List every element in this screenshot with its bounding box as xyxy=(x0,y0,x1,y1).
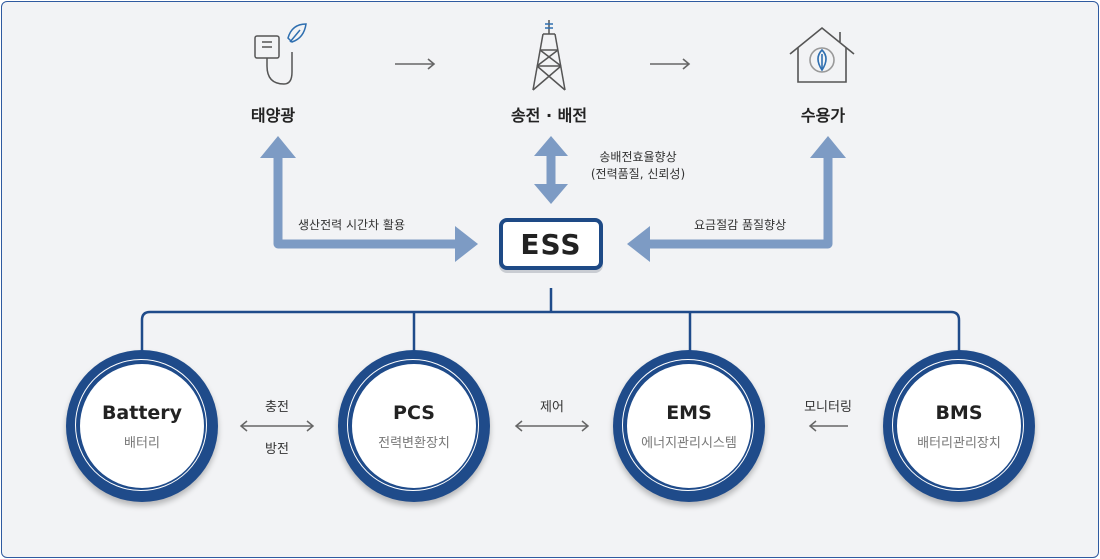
arrow-label-grid-line1: 송배전효율향상 xyxy=(599,150,677,164)
flow-arrow-solar-to-grid xyxy=(395,58,436,70)
flow-arrow-grid-to-consumer xyxy=(650,58,691,70)
circle-inner: PCS 전력변환장치 xyxy=(352,364,476,488)
component-title: BMS xyxy=(935,401,983,424)
node-label-grid: 송전 · 배전 xyxy=(510,106,588,125)
circle-ring xyxy=(892,359,1024,491)
node-label-consumer: 수용가 xyxy=(800,106,846,125)
ess-box: ESS xyxy=(499,218,603,270)
link-label-discharge: 방전 xyxy=(265,442,289,457)
circle-ring xyxy=(347,359,479,491)
arrow-label-solar: 생산전력 시간차 활용 xyxy=(298,218,405,232)
arrow-label-consumer: 요금절감 품질향상 xyxy=(694,218,787,232)
link-arrow-pcs-ems xyxy=(514,420,590,432)
circle-ring xyxy=(75,359,207,491)
component-title: EMS xyxy=(666,401,712,424)
arrow-head-left-ess xyxy=(627,226,650,262)
component-title: PCS xyxy=(393,401,435,424)
component-title: Battery xyxy=(101,401,183,424)
arrow-grid-ess xyxy=(534,136,568,204)
component-pcs: PCS 전력변환장치 xyxy=(338,350,490,502)
component-battery: Battery 배터리 xyxy=(66,350,218,502)
component-subtitle: 배터리관리장치 xyxy=(917,435,1001,451)
circle-ring xyxy=(622,359,754,491)
link-label-monitoring: 모니터링 xyxy=(804,400,852,415)
component-connectors xyxy=(140,288,961,362)
link-arrow-bms-ems xyxy=(808,420,848,432)
link-label-control: 제어 xyxy=(540,400,564,415)
link-label-charge: 충전 xyxy=(265,400,289,415)
component-ems: EMS 에너지관리시스템 xyxy=(613,350,765,502)
link-arrow-battery-pcs xyxy=(239,420,315,432)
solar-plug-icon xyxy=(254,23,307,85)
component-subtitle: 전력변환장치 xyxy=(378,435,450,451)
component-subtitle: 배터리 xyxy=(124,435,160,451)
circle-inner: Battery 배터리 xyxy=(80,364,204,488)
arrow-consumer-ess xyxy=(648,157,833,249)
transmission-tower-icon xyxy=(532,20,566,91)
circle-inner: BMS 배터리관리장치 xyxy=(897,364,1021,488)
node-label-solar: 태양광 xyxy=(250,106,296,125)
arrow-head-right-ess xyxy=(455,226,478,262)
arrow-label-grid-line2: (전력품질, 신뢰성) xyxy=(590,167,686,181)
component-subtitle: 에너지관리시스템 xyxy=(641,435,737,451)
component-bms: BMS 배터리관리장치 xyxy=(883,350,1035,502)
house-leaf-icon xyxy=(789,26,855,83)
arrow-head-up-solar xyxy=(260,136,296,158)
arrow-solar-ess xyxy=(273,157,457,249)
arrow-head-up-consumer xyxy=(810,136,846,158)
circle-inner: EMS 에너지관리시스템 xyxy=(627,364,751,488)
